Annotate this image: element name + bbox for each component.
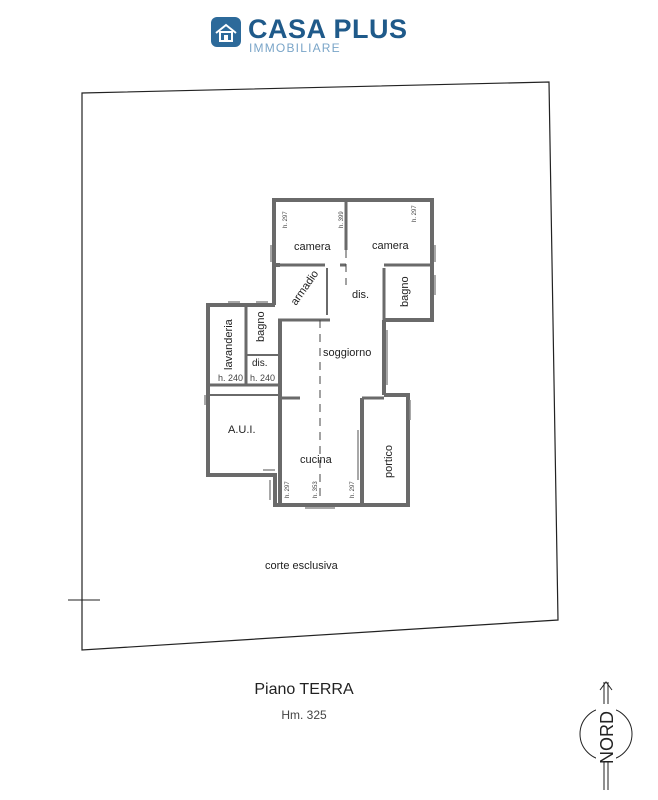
window-marks <box>204 245 436 509</box>
room-label-armadio: armadio <box>289 268 322 307</box>
height-annotation: h. 240 <box>218 373 243 383</box>
room-label-aui: A.U.I. <box>228 424 256 436</box>
brand-subtitle: IMMOBILIARE <box>249 41 341 55</box>
dashed-lines <box>319 250 347 500</box>
compass-label: NORD <box>597 711 617 764</box>
logo: CASA PLUS IMMOBILIARE <box>210 14 410 56</box>
room-label-bagno-right: bagno <box>399 276 411 307</box>
room-label-dis-top: dis. <box>352 289 369 301</box>
area-label-corte: corte esclusiva <box>265 560 339 572</box>
height-annotation: h. 297 <box>412 205 418 222</box>
height-annotation: h. 297 <box>283 211 289 228</box>
room-label-lavanderia: lavanderia <box>223 318 235 370</box>
height-annotation: h. 297 <box>285 481 291 498</box>
room-label-camera-right: camera <box>372 240 410 252</box>
brand-name: CASA PLUS <box>248 14 408 44</box>
height-annotation: h. 240 <box>250 373 275 383</box>
height-annotation: h. 399 <box>339 211 345 228</box>
floor-height: Hm. 325 <box>281 708 327 722</box>
height-annotation: h. 297 <box>350 481 356 498</box>
room-label-portico: portico <box>383 445 395 478</box>
lot-boundary <box>81 81 559 651</box>
walls <box>206 198 434 507</box>
room-label-bagno-left: bagno <box>255 311 267 342</box>
floor-title: Piano TERRA <box>254 681 354 698</box>
room-label-soggiorno: soggiorno <box>323 347 371 359</box>
house-icon <box>211 17 241 47</box>
north-arrow-icon: NORD <box>579 681 633 790</box>
height-annotation: h. 353 <box>313 481 319 498</box>
room-label-dis-left: dis. <box>252 358 268 369</box>
room-label-cucina: cucina <box>300 454 333 466</box>
room-label-camera-left: camera <box>294 241 332 253</box>
